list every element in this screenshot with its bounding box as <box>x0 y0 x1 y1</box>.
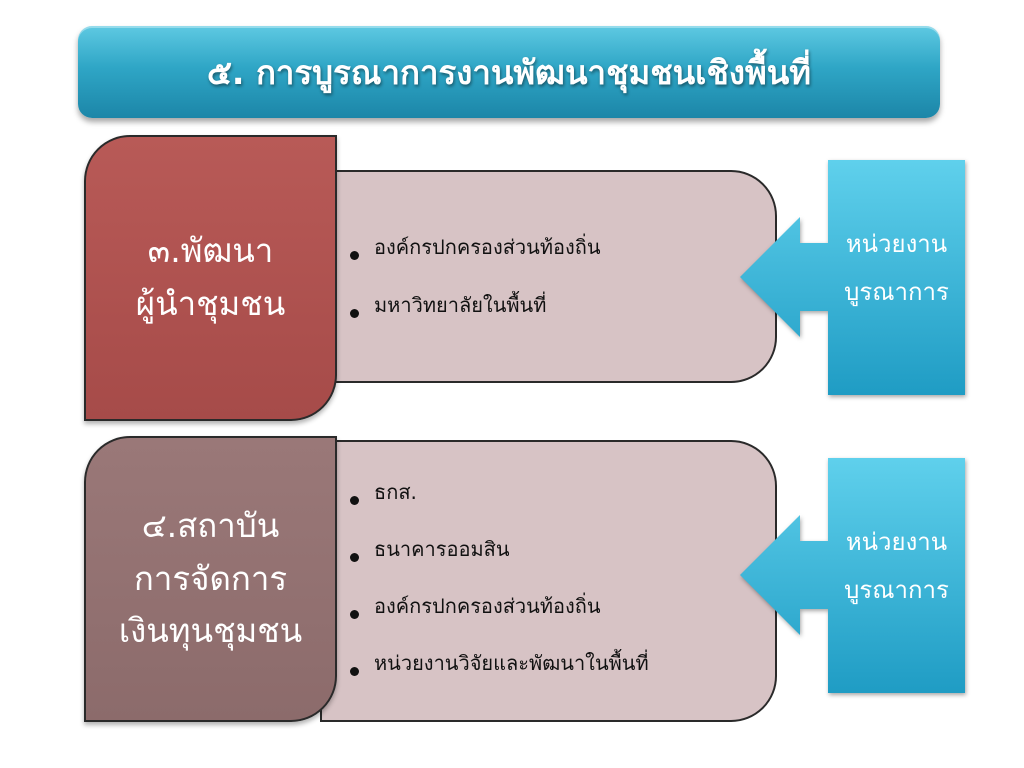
list-item: ธนาคารออมสิน <box>350 529 649 586</box>
slide-title: ๕. การบูรณาการงานพัฒนาชุมชนเชิงพื้นที่ <box>206 52 812 92</box>
list-item: องค์กรปกครองส่วนท้องถิ่น <box>350 586 649 643</box>
arrow-label-line: หน่วยงาน <box>845 528 948 556</box>
title-banner: ๕. การบูรณาการงานพัฒนาชุมชนเชิงพื้นที่ <box>78 26 940 118</box>
arrow-label-line: บูรณาการ <box>844 278 949 306</box>
tile-line: ผู้นำชุมชน <box>135 284 286 323</box>
list-item: หน่วยงานวิจัยและพัฒนาในพื้นที่ <box>350 643 649 700</box>
list-item: ธกส. <box>350 472 649 529</box>
tile-line: เงินทุนชุมชน <box>118 611 303 651</box>
tile-row-1: ๓.พัฒนา ผู้นำชุมชน <box>84 135 337 421</box>
left-arrow-shape-row-2: หน่วยงาน บูรณาการ <box>740 458 965 693</box>
tile-line: ๔.สถาบัน <box>141 505 280 545</box>
tile-line: การจัดการ <box>133 558 288 598</box>
left-arrow-icon <box>740 160 965 395</box>
list-item: องค์กรปกครองส่วนท้องถิ่น <box>350 227 601 285</box>
left-arrow-shape-row-1: หน่วยงาน บูรณาการ <box>740 160 965 395</box>
panel-row-2: ธกส. ธนาคารออมสิน องค์กรปกครองส่วนท้องถิ… <box>320 440 777 722</box>
bullet-list-row-1: องค์กรปกครองส่วนท้องถิ่น มหาวิทยาลัยในพื… <box>350 227 601 343</box>
arrow-label-line: บูรณาการ <box>844 576 949 604</box>
list-item: มหาวิทยาลัยในพื้นที่ <box>350 285 601 343</box>
bullet-list-row-2: ธกส. ธนาคารออมสิน องค์กรปกครองส่วนท้องถิ… <box>350 472 649 700</box>
tile-row-2: ๔.สถาบัน การจัดการ เงินทุนชุมชน <box>84 436 337 722</box>
panel-row-1: องค์กรปกครองส่วนท้องถิ่น มหาวิทยาลัยในพื… <box>320 170 777 383</box>
tile-line: ๓.พัฒนา <box>147 231 274 271</box>
left-arrow-icon <box>740 458 965 693</box>
arrow-label: หน่วยงาน บูรณาการ <box>828 220 965 316</box>
arrow-label: หน่วยงาน บูรณาการ <box>828 518 965 614</box>
arrow-label-line: หน่วยงาน <box>845 230 948 258</box>
